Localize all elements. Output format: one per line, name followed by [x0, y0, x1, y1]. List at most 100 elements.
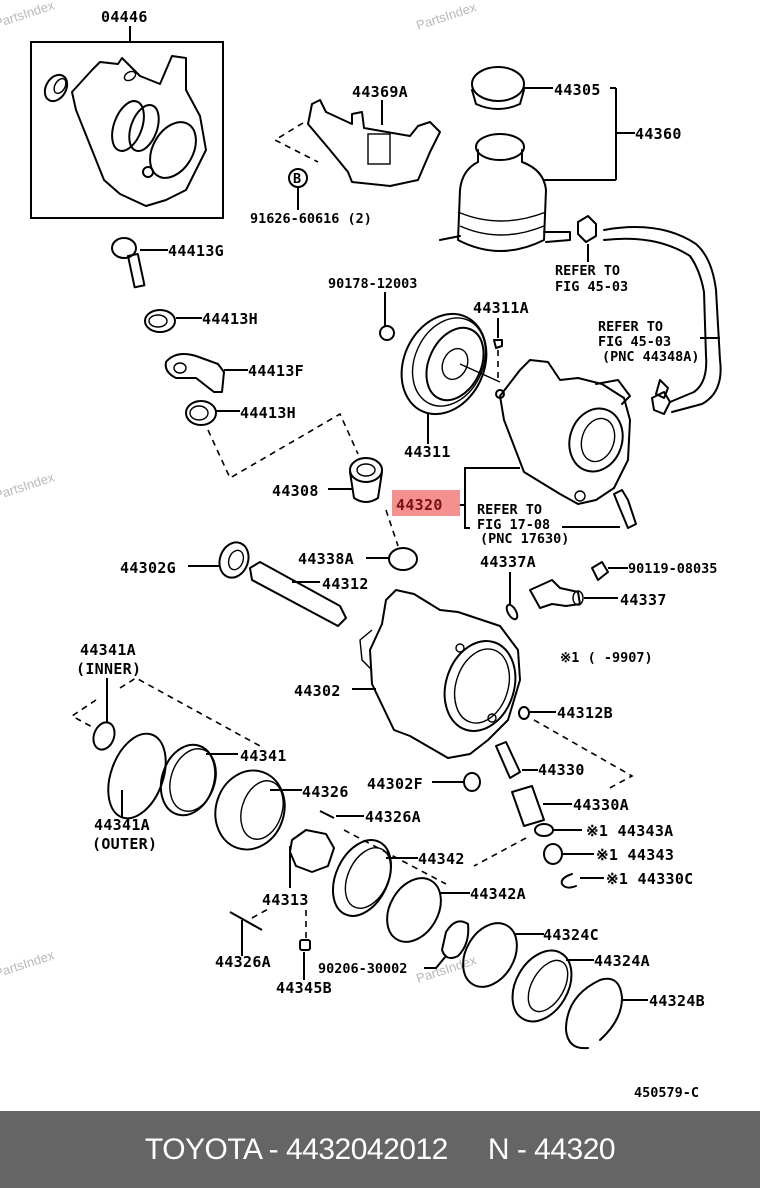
- label-90119-08035[interactable]: 90119-08035: [628, 561, 717, 577]
- label-44324A[interactable]: 44324A: [594, 952, 650, 970]
- part-44302G-seal[interactable]: 44302G: [120, 538, 253, 581]
- part-44343-plug[interactable]: ※1 44343: [543, 843, 674, 865]
- label-fig-17-08[interactable]: FIG 17-08: [477, 517, 550, 533]
- label-44342[interactable]: 44342: [418, 850, 465, 868]
- label-90178-12003[interactable]: 90178-12003: [328, 276, 417, 292]
- label-refer-to-1: REFER TO: [555, 263, 620, 279]
- part-04446-gasket-kit[interactable]: 04446: [30, 8, 224, 219]
- label-44305[interactable]: 44305: [554, 81, 601, 99]
- part-44360-reservoir[interactable]: 44305 44360 REFER TO FIG 45-03: [439, 66, 682, 295]
- label-44302G[interactable]: 44302G: [120, 559, 176, 577]
- footer-pnc: N - 44320: [487, 1132, 616, 1166]
- part-90178-12003-nut[interactable]: 90178-12003: [328, 276, 417, 341]
- label-44326A-2[interactable]: 44326A: [215, 953, 271, 971]
- label-44312B[interactable]: 44312B: [557, 704, 613, 722]
- label-44341A-inner[interactable]: 44341A: [80, 641, 136, 659]
- part-44413H-washer-1[interactable]: 44413H: [144, 309, 258, 333]
- part-44345B-pin[interactable]: 44345B: [276, 910, 332, 997]
- label-outer: (OUTER): [92, 835, 157, 853]
- part-44312B-o-ring[interactable]: 44312B: [518, 704, 634, 791]
- label-44311[interactable]: 44311: [404, 443, 451, 461]
- part-44337A-o-ring[interactable]: 44337A: [480, 553, 536, 621]
- part-44312-shaft[interactable]: 44312: [249, 561, 369, 627]
- part-44330A-spring[interactable]: 44330A: [511, 785, 629, 827]
- part-hose-44348A: REFER TO FIG 45-03 (PNC 44348A): [598, 226, 722, 413]
- label-44413H-1[interactable]: 44413H: [202, 310, 258, 328]
- label-44324B[interactable]: 44324B: [649, 992, 705, 1010]
- label-44341[interactable]: 44341: [240, 747, 287, 765]
- label-pnc-44348A: (PNC 44348A): [602, 349, 700, 365]
- part-44337-union[interactable]: 44337: [529, 579, 667, 609]
- watermark: PartsIndex: [414, 0, 478, 33]
- label-44330A[interactable]: 44330A: [573, 796, 629, 814]
- part-44302-housing[interactable]: 44302: [294, 589, 527, 759]
- part-44311A-key[interactable]: 44311A: [473, 299, 529, 380]
- part-44338A-o-ring[interactable]: 44338A: [298, 547, 418, 571]
- label-44413H-2[interactable]: 44413H: [240, 404, 296, 422]
- part-44342A-o-ring[interactable]: 44342A: [376, 869, 526, 952]
- label-44330C[interactable]: ※1 44330C: [606, 870, 694, 888]
- label-90206-30002[interactable]: 90206-30002: [318, 961, 407, 977]
- label-04446[interactable]: 04446: [101, 8, 148, 26]
- label-44342A[interactable]: 44342A: [470, 885, 526, 903]
- label-44360[interactable]: 44360: [635, 125, 682, 143]
- label-44338A[interactable]: 44338A: [298, 550, 354, 568]
- note-9907: ※1 ( -9907): [560, 650, 653, 666]
- label-44313[interactable]: 44313: [262, 891, 309, 909]
- part-44326A-pin-1[interactable]: 44326A: [319, 808, 447, 885]
- part-44302F-plug[interactable]: 44302F: [367, 772, 481, 793]
- part-44308-fitting[interactable]: 44308: [272, 457, 399, 547]
- refer-fig-17-08[interactable]: REFER TO FIG 17-08 (PNC 17630): [477, 489, 637, 547]
- label-44330[interactable]: 44330: [538, 761, 585, 779]
- label-44343[interactable]: ※1 44343: [596, 846, 674, 864]
- part-44313-rotor[interactable]: 44313: [262, 829, 335, 909]
- part-44311-pulley[interactable]: 44311: [386, 300, 502, 461]
- part-44413G-bolt[interactable]: 44413G: [111, 237, 224, 289]
- label-44369A[interactable]: 44369A: [352, 83, 408, 101]
- part-90119-08035-switch[interactable]: 90119-08035: [591, 561, 717, 581]
- label-44343A[interactable]: ※1 44343A: [586, 822, 674, 840]
- footer-bar: TOYOTA - 4432042012 N - 44320: [0, 1111, 760, 1188]
- label-refer-to-2: REFER TO: [598, 319, 663, 335]
- watermark: PartsIndex: [0, 947, 57, 981]
- part-44326A-pin-2[interactable]: 44326A: [215, 907, 271, 971]
- diagram-code: 450579-C: [634, 1085, 699, 1101]
- part-90206-30002-ring[interactable]: 90206-30002: [318, 920, 470, 977]
- part-44324C-o-ring[interactable]: 44324C: [452, 914, 599, 997]
- label-91626-60616[interactable]: 91626-60616 (2): [250, 211, 372, 227]
- part-44330-valve[interactable]: 44330: [495, 741, 585, 779]
- label-fig-45-03-1[interactable]: FIG 45-03: [555, 279, 628, 295]
- label-44302[interactable]: 44302: [294, 682, 341, 700]
- label-44326A-1[interactable]: 44326A: [365, 808, 421, 826]
- part-44326-cam-ring[interactable]: 44326: [205, 761, 348, 858]
- part-44413H-washer-2[interactable]: 44413H: [185, 400, 359, 480]
- label-fig-45-03-2[interactable]: FIG 45-03: [598, 334, 671, 350]
- label-44345B[interactable]: 44345B: [276, 979, 332, 997]
- label-44320[interactable]: 44320: [396, 496, 443, 514]
- part-44341-side-plate[interactable]: 44341: [152, 738, 287, 823]
- part-44341A-outer[interactable]: 44341A (OUTER): [92, 726, 176, 853]
- label-44413F[interactable]: 44413F: [248, 362, 304, 380]
- label-44326[interactable]: 44326: [302, 783, 349, 801]
- part-44330C-snap-ring[interactable]: ※1 44330C: [560, 870, 694, 889]
- part-44341A-inner[interactable]: 44341A (INNER): [70, 641, 261, 753]
- label-44308[interactable]: 44308: [272, 482, 319, 500]
- label-44341A-outer[interactable]: 44341A: [94, 816, 150, 834]
- label-44302F[interactable]: 44302F: [367, 775, 423, 793]
- part-44413F-union[interactable]: 44413F: [164, 353, 304, 393]
- label-44337[interactable]: 44337: [620, 591, 667, 609]
- part-44324B-snap-ring[interactable]: 44324B: [565, 977, 705, 1050]
- part-44369A-bracket[interactable]: 44369A B 91626-60616 (2): [250, 83, 441, 227]
- label-44413G[interactable]: 44413G: [168, 242, 224, 260]
- label-44324C[interactable]: 44324C: [543, 926, 599, 944]
- part-44342-side-plate[interactable]: 44342: [322, 831, 465, 925]
- label-pnc-17630: (PNC 17630): [480, 531, 569, 547]
- label-44311A[interactable]: 44311A: [473, 299, 529, 317]
- label-44337A[interactable]: 44337A: [480, 553, 536, 571]
- part-44343A-gasket[interactable]: ※1 44343A: [473, 822, 674, 867]
- label-44312[interactable]: 44312: [322, 575, 369, 593]
- parts-diagram: PartsIndex PartsIndex PartsIndex PartsIn…: [0, 0, 722, 1101]
- part-44320-pump-assembly[interactable]: [457, 359, 671, 529]
- part-44324A-seal[interactable]: 44324A: [500, 940, 650, 1032]
- watermark: PartsIndex: [0, 0, 57, 31]
